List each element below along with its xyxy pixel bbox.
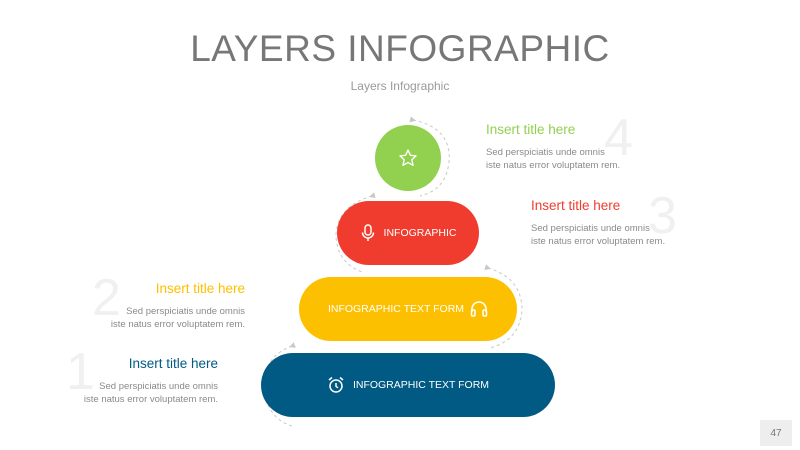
layer-3-pill: INFOGRAPHIC — [337, 201, 479, 265]
text-block-4: Insert title here Sed perspiciatis unde … — [486, 122, 620, 172]
block-2-line-1: Sed perspiciatis unde omnis — [126, 306, 245, 317]
block-2-number: 2 — [92, 269, 121, 327]
block-3-line-1: Sed perspiciatis unde omnis — [531, 223, 650, 234]
star-icon — [398, 148, 418, 168]
alarm-clock-icon — [327, 376, 345, 394]
arc-layer-4 — [409, 116, 450, 197]
microphone-icon — [360, 224, 376, 242]
block-2-line-2: iste natus error voluptatem rem. — [110, 319, 245, 330]
layer-2-label: INFOGRAPHIC TEXT FORM — [327, 303, 465, 315]
text-block-3: Insert title here Sed perspiciatis unde … — [531, 198, 665, 248]
block-3-title: Insert title here — [531, 198, 621, 213]
block-1-title: Insert title here — [128, 356, 218, 371]
block-3-line-2: iste natus error voluptatem rem. — [531, 236, 666, 247]
block-4-title: Insert title here — [486, 122, 576, 137]
block-1-line-2: iste natus error voluptatem rem. — [83, 394, 218, 405]
page-number: 47 — [760, 420, 792, 446]
block-1-number: 1 — [66, 343, 95, 401]
headphones-icon — [470, 301, 488, 317]
text-block-1: Insert title here Sed perspiciatis unde … — [58, 356, 218, 406]
block-4-line-1: Sed perspiciatis unde omnis — [486, 147, 605, 158]
block-2-title: Insert title here — [155, 281, 245, 296]
text-block-2: Insert title here Sed perspiciatis unde … — [85, 281, 245, 331]
layer-2-pill: INFOGRAPHIC TEXT FORM — [299, 277, 517, 341]
block-3-number: 3 — [648, 187, 677, 245]
layer-1-label: INFOGRAPHIC TEXT FORM — [352, 379, 490, 391]
arc-layer-2 — [484, 264, 523, 349]
layer-1-pill: INFOGRAPHIC TEXT FORM — [261, 353, 555, 417]
block-4-number: 4 — [604, 109, 633, 167]
layer-3-label: INFOGRAPHIC — [383, 227, 457, 239]
block-1-line-1: Sed perspiciatis unde omnis — [99, 381, 218, 392]
block-4-line-2: iste natus error voluptatem rem. — [486, 160, 621, 171]
page-subtitle: Layers Infographic — [350, 79, 450, 93]
layer-4-circle — [375, 125, 441, 191]
page-title: LAYERS INFOGRAPHIC — [190, 28, 610, 69]
